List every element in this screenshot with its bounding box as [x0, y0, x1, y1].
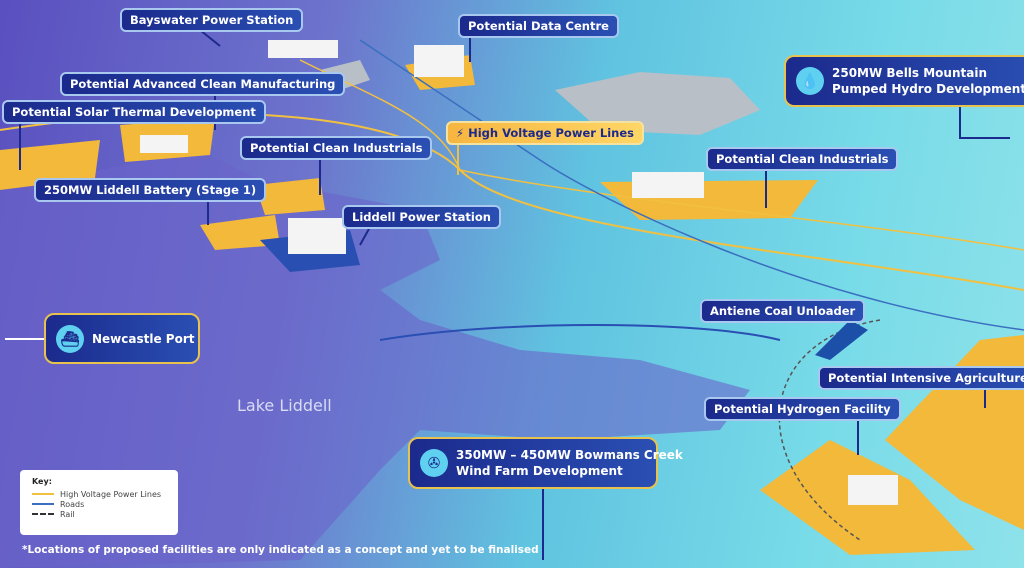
key-label: Roads — [60, 499, 85, 509]
water-drop-icon: 💧 — [796, 67, 824, 95]
road — [359, 39, 1024, 331]
wind-line-1: 350MW – 450MW Bowmans Creek — [456, 448, 683, 462]
key-title: Key: — [32, 477, 52, 486]
label-bayswater-power-station[interactable]: Bayswater Power Station — [120, 8, 304, 32]
road — [379, 324, 781, 341]
wind-turbine-icon: ✇ — [420, 449, 448, 477]
label-liddell-battery[interactable]: 250MW Liddell Battery (Stage 1) — [34, 178, 267, 202]
land-parcel-clean-industrials — [255, 178, 325, 215]
label-newcastle-port[interactable]: ⛴ Newcastle Port — [44, 313, 200, 364]
building-liddell — [288, 218, 346, 254]
building-manufacturing — [140, 135, 188, 153]
leader-lines — [5, 29, 1010, 560]
bells-line-2: Pumped Hydro Development — [832, 82, 1024, 96]
label-high-voltage-power-lines[interactable]: ⚡ High Voltage Power Lines — [446, 121, 645, 145]
building-hydrogen — [848, 475, 898, 505]
label-clean-industrials-right[interactable]: Potential Clean Industrials — [706, 147, 899, 171]
label-intensive-agriculture[interactable]: Potential Intensive Agriculture — [818, 366, 1024, 390]
key-label: Rail — [60, 509, 75, 519]
wind-line-2: Wind Farm Development — [456, 464, 623, 478]
label-advanced-clean-manufacturing[interactable]: Potential Advanced Clean Manufacturing — [60, 72, 346, 96]
label-hydrogen-facility[interactable]: Potential Hydrogen Facility — [704, 397, 901, 421]
map-key: Key: High Voltage Power Lines Roads Rail — [20, 470, 178, 535]
building-bayswater — [268, 40, 338, 58]
lightning-icon: ⚡ — [456, 126, 469, 140]
hv-label-text: High Voltage Power Lines — [468, 126, 635, 140]
label-solar-thermal[interactable]: Potential Solar Thermal Development — [2, 100, 266, 124]
label-coal-unloader[interactable]: Antiene Coal Unloader — [700, 299, 866, 323]
newcastle-text: Newcastle Port — [92, 332, 195, 346]
key-label: High Voltage Power Lines — [60, 489, 162, 499]
bells-line-1: 250MW Bells Mountain — [832, 66, 987, 80]
lake-liddell-label: Lake Liddell — [237, 396, 332, 415]
footnote: *Locations of proposed facilities are on… — [22, 544, 539, 556]
label-potential-data-centre[interactable]: Potential Data Centre — [458, 14, 619, 38]
building-clean-industrials — [632, 172, 704, 198]
key-item-roads: Roads — [32, 499, 166, 509]
ship-icon: ⛴ — [56, 324, 84, 353]
label-liddell-power-station[interactable]: Liddell Power Station — [342, 205, 501, 229]
land-gray-area — [555, 72, 760, 135]
key-item-rail: Rail — [32, 509, 166, 519]
land-parcel-solar — [0, 140, 100, 190]
building-data-centre — [414, 45, 464, 77]
key-item-power-lines: High Voltage Power Lines — [32, 489, 166, 499]
lake-water — [0, 150, 750, 568]
land-parcel-battery — [200, 215, 280, 250]
coal-unloader-shape — [815, 320, 868, 360]
label-clean-industrials-left[interactable]: Potential Clean Industrials — [240, 136, 433, 160]
